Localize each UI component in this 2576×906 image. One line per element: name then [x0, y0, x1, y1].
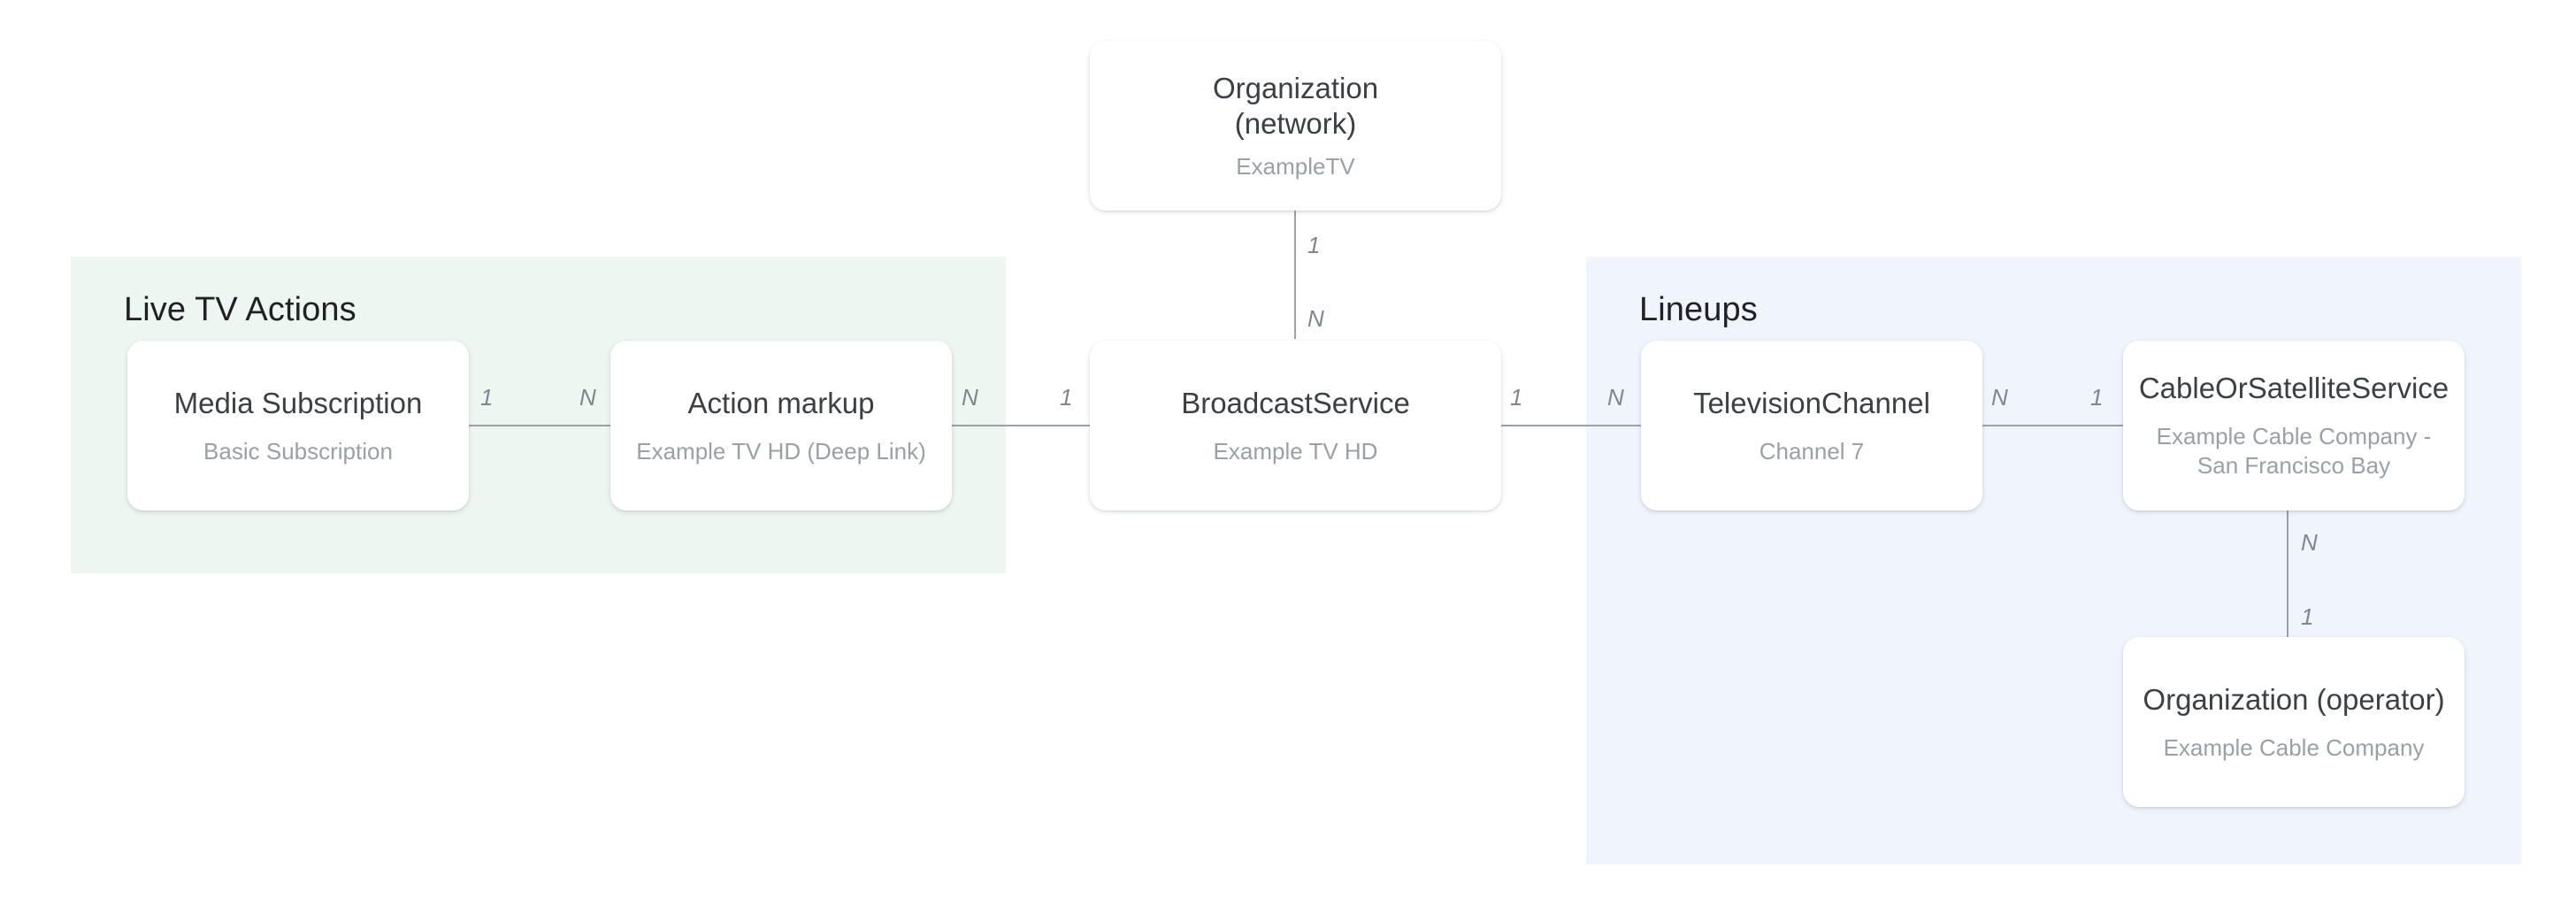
edge-label-cable-or-satellite-service-to-organization-operator-from: N: [2301, 529, 2318, 556]
node-cable-or-satellite-service-title: CableOrSatelliteService: [2138, 372, 2450, 404]
node-broadcast-service-subtitle: Example TV HD: [1213, 437, 1378, 465]
edge-label-organization-network-to-broadcast-service-to: N: [1307, 305, 1324, 332]
node-television-channel[interactable]: TelevisionChannel Channel 7: [1641, 341, 1982, 511]
edge-organization-network-to-broadcast-service: [1294, 211, 1296, 339]
edge-label-media-subscription-to-action-markup-to: N: [579, 384, 596, 411]
node-broadcast-service[interactable]: BroadcastService Example TV HD: [1090, 341, 1501, 511]
edge-media-subscription-to-action-markup: [442, 425, 663, 426]
node-action-markup-subtitle: Example TV HD (Deep Link): [636, 437, 926, 465]
node-organization-operator[interactable]: Organization (operator) Example Cable Co…: [2123, 637, 2465, 807]
node-cable-or-satellite-service-subtitle: Example Cable Company - San Francisco Ba…: [2123, 422, 2465, 480]
node-action-markup[interactable]: Action markup Example TV HD (Deep Link): [610, 341, 952, 511]
node-cable-or-satellite-service-subtitle-line2: San Francisco Bay: [2196, 452, 2391, 479]
node-organization-network-subtitle: ExampleTV: [1236, 152, 1355, 180]
node-action-markup-title: Action markup: [687, 386, 875, 419]
node-organization-network-title-line2: (network): [1234, 106, 1357, 140]
edge-label-action-markup-to-broadcast-service-to: 1: [1060, 384, 1073, 411]
node-cable-or-satellite-service-subtitle-line1: Example Cable Company -: [2156, 423, 2432, 449]
group-lineups-title: Lineups: [1639, 291, 1758, 328]
group-live-tv-actions-title: Live TV Actions: [124, 291, 356, 328]
edge-label-television-channel-to-cable-or-satellite-service-to: 1: [2090, 384, 2104, 411]
edge-label-action-markup-to-broadcast-service-from: N: [962, 384, 978, 411]
edge-television-channel-to-cable-or-satellite-service: [1946, 425, 2167, 426]
edge-label-organization-network-to-broadcast-service-from: 1: [1307, 232, 1321, 258]
edge-action-markup-to-broadcast-service: [929, 425, 1177, 426]
node-media-subscription-title: Media Subscription: [173, 386, 423, 419]
node-television-channel-title: TelevisionChannel: [1693, 386, 1930, 419]
node-organization-operator-subtitle: Example Cable Company: [2163, 733, 2425, 761]
edge-label-broadcast-service-to-television-channel-from: 1: [1510, 384, 1523, 411]
edge-label-cable-or-satellite-service-to-organization-operator-to: 1: [2301, 603, 2314, 630]
node-cable-or-satellite-service[interactable]: CableOrSatelliteService Example Cable Co…: [2123, 341, 2465, 511]
node-organization-network[interactable]: Organization (network) ExampleTV: [1090, 41, 1501, 211]
node-organization-network-title-line1: Organization: [1212, 71, 1379, 104]
edge-label-media-subscription-to-action-markup-from: 1: [480, 384, 494, 411]
edge-cable-or-satellite-service-to-organization-operator: [2287, 509, 2288, 637]
edge-label-television-channel-to-cable-or-satellite-service-from: N: [1991, 384, 2008, 411]
node-organization-operator-title: Organization (operator): [2143, 682, 2445, 716]
node-media-subscription[interactable]: Media Subscription Basic Subscription: [127, 341, 469, 511]
node-television-channel-subtitle: Channel 7: [1759, 437, 1865, 465]
node-broadcast-service-title: BroadcastService: [1181, 386, 1410, 419]
edge-broadcast-service-to-television-channel: [1468, 425, 1716, 426]
node-media-subscription-subtitle: Basic Subscription: [203, 437, 393, 465]
node-organization-network-title: Organization (network): [1090, 71, 1501, 142]
edge-label-broadcast-service-to-television-channel-to: N: [1607, 384, 1624, 411]
